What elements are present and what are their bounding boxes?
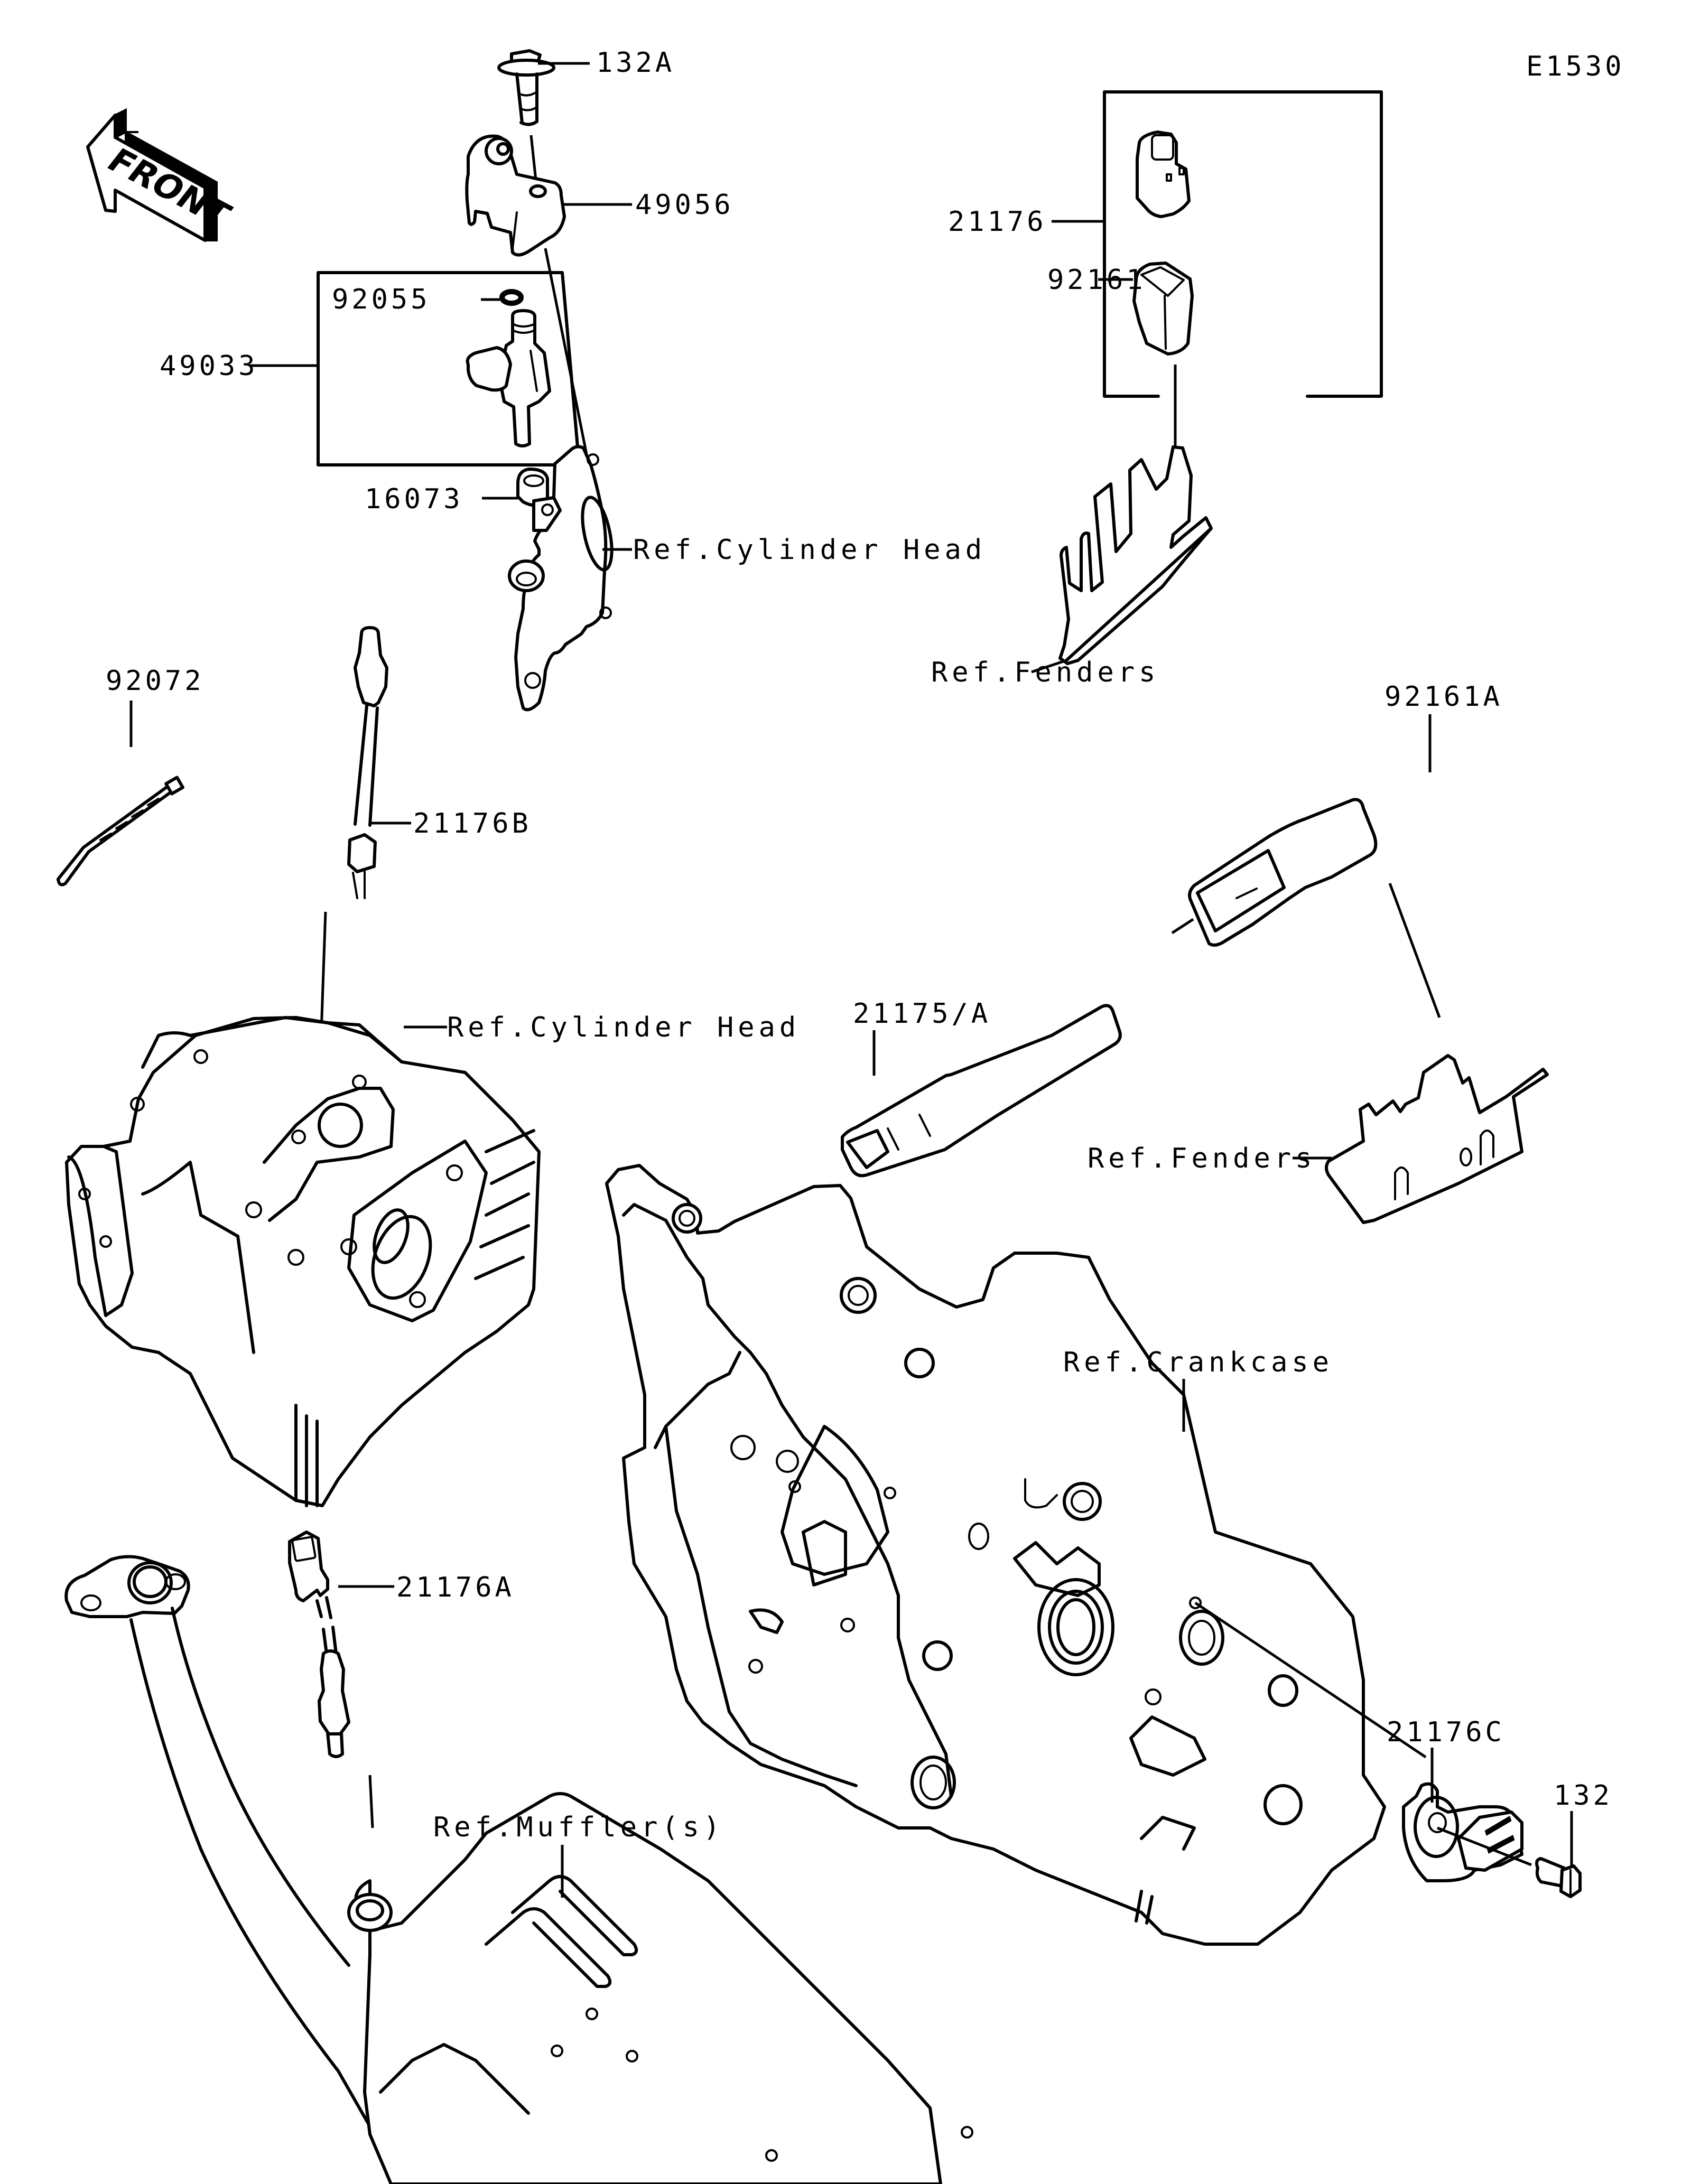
part-49033-injector[interactable] xyxy=(466,309,551,447)
label-92161a[interactable]: 92161A xyxy=(1385,681,1503,713)
assembly-line-21176a xyxy=(1437,1826,1532,1866)
leader-ref-fenders-top xyxy=(1031,660,1064,674)
diagram-code: E1530 xyxy=(1526,51,1625,82)
assembly-line-crankcase xyxy=(1194,1601,1427,1759)
assembly-box-21176 xyxy=(1103,90,1383,398)
label-49056[interactable]: 49056 xyxy=(635,189,734,221)
part-ref-crankcase xyxy=(605,1164,1386,1946)
part-21176c-o2-sensor[interactable] xyxy=(288,1530,350,1758)
ref-fenders-top[interactable]: Ref.Fenders xyxy=(931,657,1159,688)
part-ref-muffler xyxy=(64,1555,973,2184)
part-92161-boot[interactable] xyxy=(1132,262,1194,356)
part-132-bolt[interactable] xyxy=(1535,1857,1582,1898)
label-21176b[interactable]: 21176B xyxy=(413,808,532,839)
part-21176-sensor[interactable] xyxy=(1136,130,1191,218)
assembly-line-92161a xyxy=(1171,918,1194,935)
assembly-box-49033 xyxy=(317,271,581,466)
part-92161a-boot[interactable] xyxy=(1188,798,1378,947)
label-16073[interactable]: 16073 xyxy=(365,483,463,515)
label-92055[interactable]: 92055 xyxy=(332,284,431,315)
part-ref-cylinder-head-top xyxy=(508,445,614,712)
part-21175a-connector[interactable] xyxy=(841,1004,1122,1178)
label-21176a[interactable]: 21176C xyxy=(1387,1716,1505,1748)
part-132a-bolt[interactable] xyxy=(497,49,555,126)
assembly-line-92161a-fender xyxy=(1388,883,1441,1018)
label-92072[interactable]: 92072 xyxy=(106,665,205,697)
ref-muffler[interactable]: Ref.Muffler(s) xyxy=(433,1812,724,1843)
part-49056-holder[interactable] xyxy=(465,134,566,257)
label-132[interactable]: 132 xyxy=(1554,1780,1613,1812)
label-21175a[interactable]: 21175/A xyxy=(853,998,991,1030)
part-21176a-crank-sensor[interactable] xyxy=(1402,1782,1523,1882)
part-16073-collar[interactable] xyxy=(516,468,549,507)
assembly-line-21176c xyxy=(368,1775,374,1828)
front-arrow-icon: FRONT xyxy=(86,108,238,242)
label-92161[interactable]: 92161 xyxy=(1047,264,1146,296)
label-21176[interactable]: 21176 xyxy=(948,206,1047,238)
part-ref-cylinder-head-main xyxy=(65,1016,541,1507)
label-132a[interactable]: 132A xyxy=(596,47,675,79)
ref-crankcase[interactable]: Ref.Crankcase xyxy=(1063,1347,1333,1378)
ref-cylinder-head-top[interactable]: Ref.Cylinder Head xyxy=(633,534,986,566)
ref-fenders-mid[interactable]: Ref.Fenders xyxy=(1088,1143,1316,1174)
part-92055-oring[interactable] xyxy=(499,289,524,306)
part-92072-cable-tie[interactable] xyxy=(57,776,184,886)
ref-cylinder-head-main[interactable]: Ref.Cylinder Head xyxy=(447,1012,800,1043)
label-49033[interactable]: 49033 xyxy=(160,350,258,382)
part-21176b-temp-sensor[interactable] xyxy=(347,626,388,899)
label-21176c[interactable]: 21176A xyxy=(396,1572,515,1603)
part-ref-fenders-top xyxy=(1058,445,1213,665)
part-ref-fenders-mid xyxy=(1325,1054,1549,1224)
